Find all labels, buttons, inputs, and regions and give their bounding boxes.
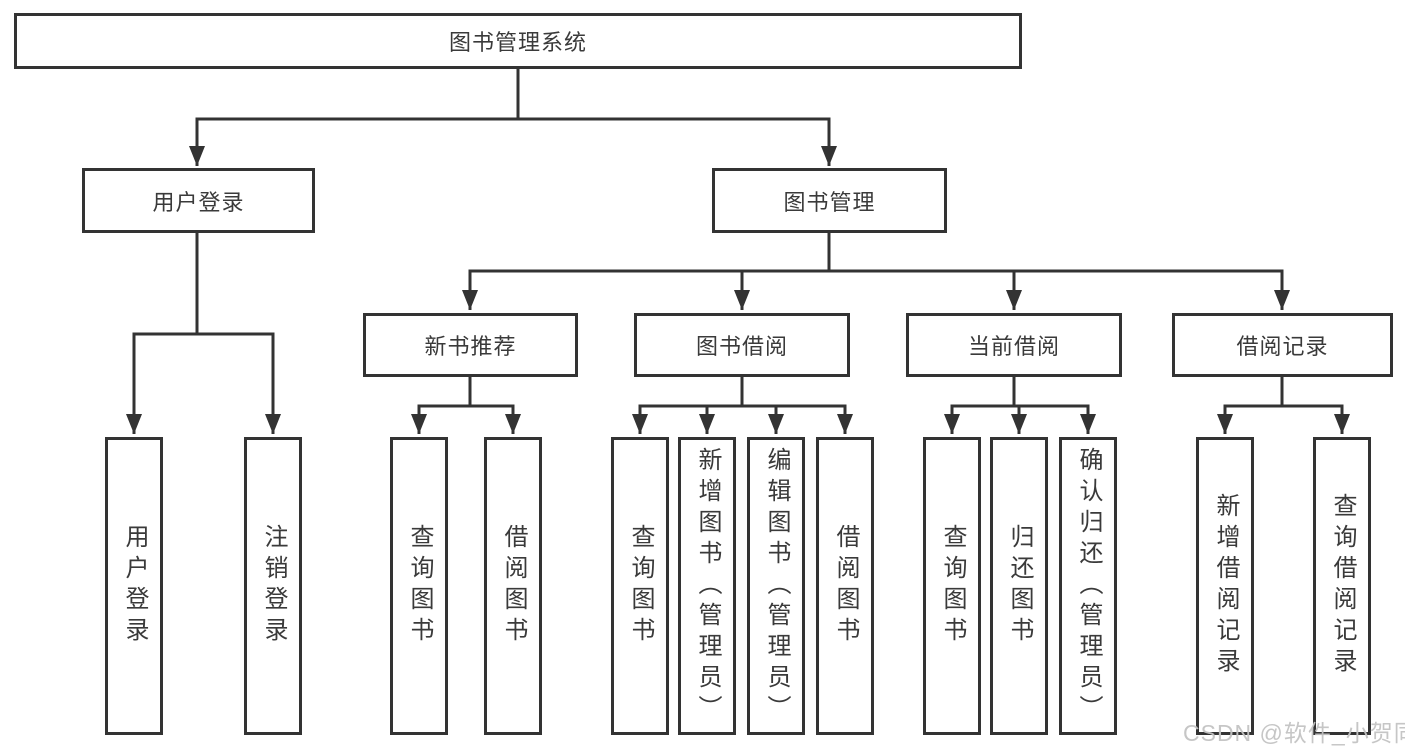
node-book-management: 图书管理 xyxy=(712,168,947,233)
connector-current-borrowing xyxy=(944,377,1096,434)
leaf-add-books-admin: 新增图书（管理员） xyxy=(678,437,736,735)
leaf-edit-books-admin: 编辑图书（管理员） xyxy=(747,437,805,735)
leaf-query-books-current: 查询图书 xyxy=(923,437,981,735)
leaf-query-books-borrowing: 查询图书 xyxy=(611,437,669,735)
leaf-add-books-admin-label: 新增图书（管理员） xyxy=(694,446,721,726)
leaf-query-books-current-label: 查询图书 xyxy=(939,524,966,648)
node-root-label: 图书管理系统 xyxy=(448,30,587,55)
leaf-borrow-books-recommend-label: 借阅图书 xyxy=(500,524,527,648)
node-current-borrowing-label: 当前借阅 xyxy=(967,334,1060,359)
leaf-edit-books-admin-label: 编辑图书（管理员） xyxy=(763,446,790,726)
connector-borrow-records xyxy=(1217,377,1350,434)
leaf-borrow-books: 借阅图书 xyxy=(816,437,874,735)
leaf-return-books: 归还图书 xyxy=(990,437,1048,735)
leaf-query-books-borrowing-label: 查询图书 xyxy=(627,524,654,648)
leaf-add-borrow-record-label: 新增借阅记录 xyxy=(1212,493,1239,679)
node-user-login-label: 用户登录 xyxy=(152,189,245,215)
node-root-system: 图书管理系统 xyxy=(14,13,1022,69)
connector-user-login xyxy=(126,233,281,434)
node-borrow-records-label: 借阅记录 xyxy=(1236,334,1329,359)
node-borrow-records: 借阅记录 xyxy=(1172,313,1393,377)
node-book-borrowing: 图书借阅 xyxy=(634,313,850,377)
node-current-borrowing: 当前借阅 xyxy=(906,313,1122,377)
connector-root xyxy=(189,69,837,166)
node-book-borrowing-label: 图书借阅 xyxy=(695,334,788,359)
leaf-query-books-recommend-label: 查询图书 xyxy=(406,524,433,648)
node-new-book-recommend-label: 新书推荐 xyxy=(424,334,517,359)
node-book-management-label: 图书管理 xyxy=(783,189,876,215)
leaf-query-borrow-record: 查询借阅记录 xyxy=(1313,437,1371,735)
connector-book-management xyxy=(462,233,1290,310)
connector-new-book-recommend xyxy=(411,377,521,434)
node-new-book-recommend: 新书推荐 xyxy=(363,313,578,377)
connector-book-borrowing xyxy=(632,377,853,434)
leaf-borrow-books-label: 借阅图书 xyxy=(832,524,859,648)
leaf-return-books-label: 归还图书 xyxy=(1006,524,1033,648)
node-user-login: 用户登录 xyxy=(82,168,315,233)
leaf-borrow-books-recommend: 借阅图书 xyxy=(484,437,542,735)
leaf-logout-label: 注销登录 xyxy=(260,524,287,648)
leaf-confirm-return-admin: 确认归还（管理员） xyxy=(1059,437,1117,735)
leaf-add-borrow-record: 新增借阅记录 xyxy=(1196,437,1254,735)
leaf-confirm-return-admin-label: 确认归还（管理员） xyxy=(1075,446,1102,726)
leaf-user-login: 用户登录 xyxy=(105,437,163,735)
leaf-query-borrow-record-label: 查询借阅记录 xyxy=(1329,493,1356,679)
leaf-logout: 注销登录 xyxy=(244,437,302,735)
leaf-query-books-recommend: 查询图书 xyxy=(390,437,448,735)
leaf-user-login-label: 用户登录 xyxy=(121,524,148,648)
